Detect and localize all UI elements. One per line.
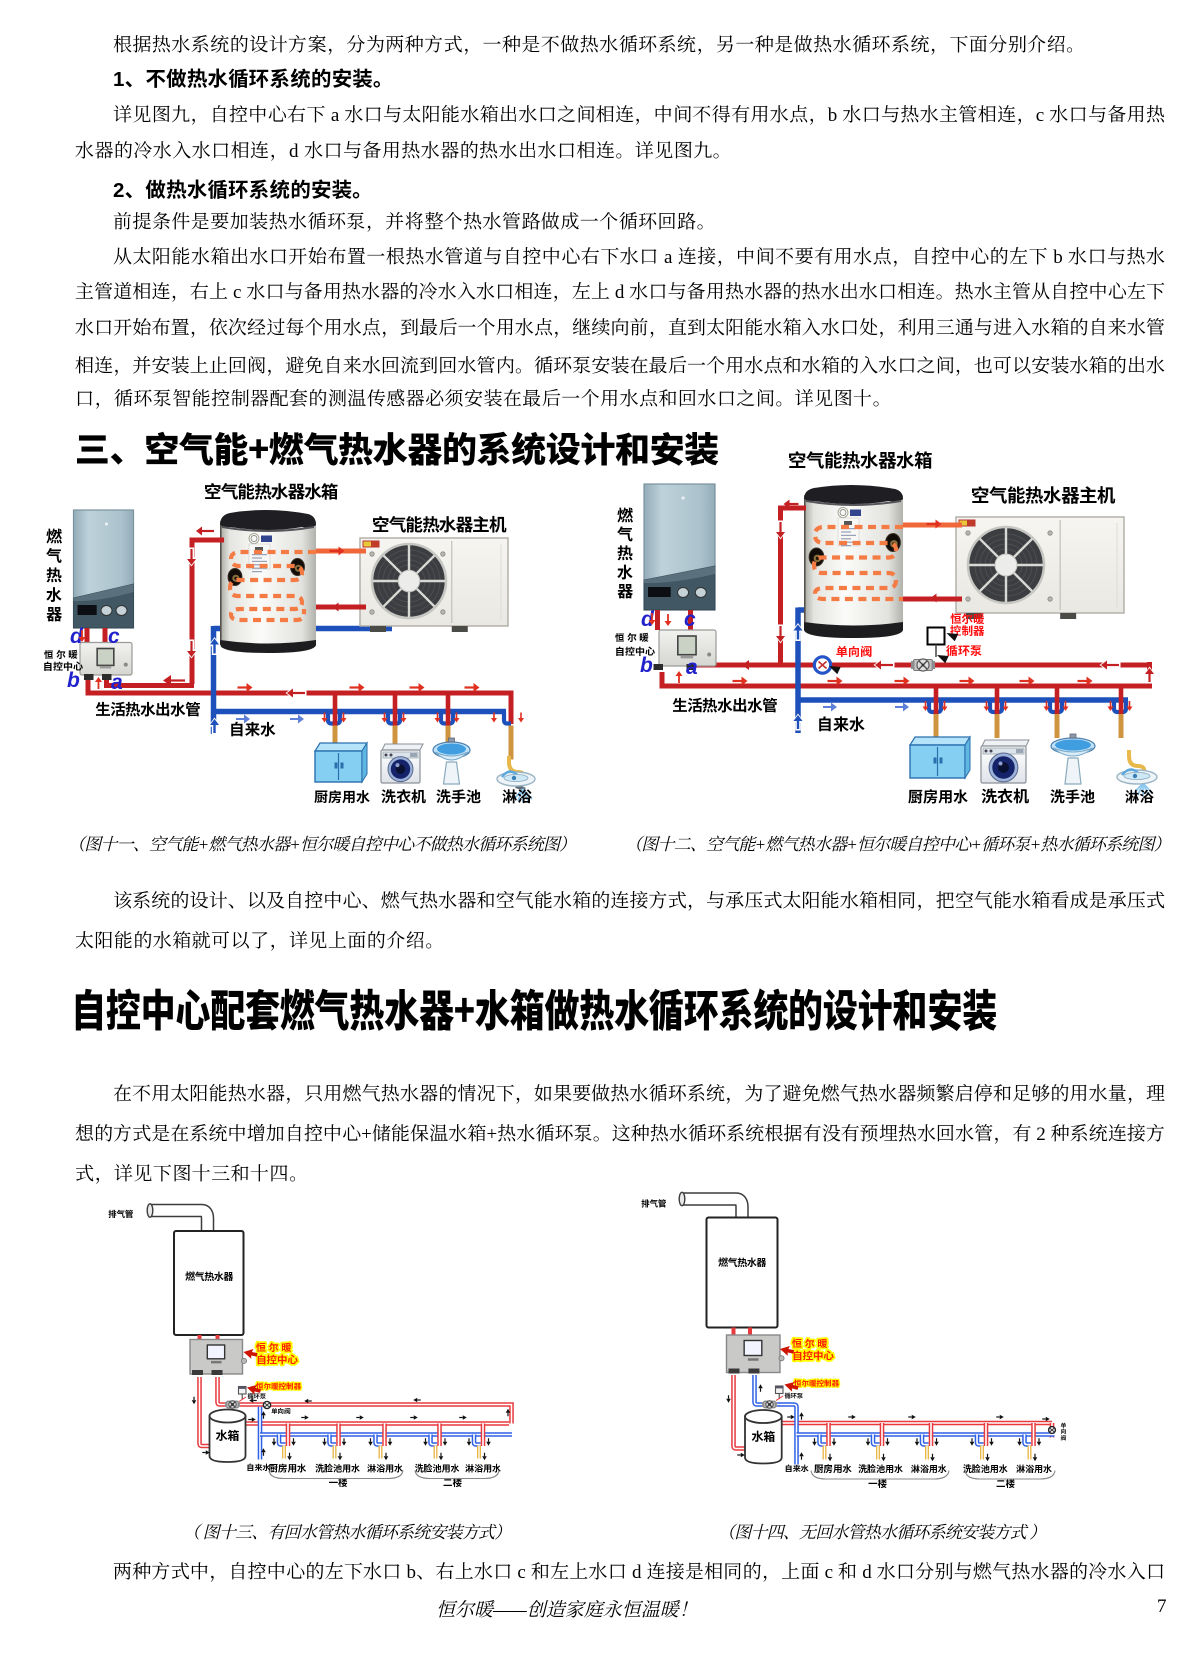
svg-text:厨房用水: 厨房用水 (269, 1461, 308, 1475)
svg-text:生活热水出水管: 生活热水出水管 (672, 694, 777, 716)
svg-text:自控中心: 自控中心 (792, 1349, 834, 1364)
svg-text:淋浴: 淋浴 (502, 786, 532, 807)
svg-text:淋浴用水: 淋浴用水 (464, 1462, 501, 1475)
svg-text:控制器: 控制器 (950, 623, 985, 639)
svg-text:器: 器 (46, 601, 63, 625)
svg-text:淋浴用水: 淋浴用水 (366, 1462, 403, 1475)
svg-text:自控中心: 自控中心 (43, 658, 83, 673)
svg-text:二楼: 二楼 (443, 1475, 463, 1489)
svg-text:生活热水出水管: 生活热水出水管 (95, 698, 200, 720)
svg-text:空气能热水器主机: 空气能热水器主机 (372, 512, 507, 537)
svg-text:排气管: 排气管 (640, 1198, 667, 1210)
svg-text:燃气热水器: 燃气热水器 (718, 1254, 767, 1269)
svg-text:水: 水 (617, 559, 633, 583)
svg-text:洗脸池用水: 洗脸池用水 (857, 1462, 903, 1475)
svg-text:排气管: 排气管 (107, 1208, 134, 1220)
svg-text:厨房用水: 厨房用水 (908, 786, 969, 807)
svg-text:c: c (684, 603, 696, 633)
svg-text:自来水: 自来水 (229, 718, 276, 740)
svg-text:恒尔暖控制器: 恒尔暖控制器 (256, 1381, 301, 1392)
svg-text:洗脸池用水: 洗脸池用水 (414, 1462, 460, 1475)
svg-text:自控中心: 自控中心 (256, 1353, 298, 1368)
svg-text:空气能热水器水箱: 空气能热水器水箱 (788, 447, 932, 473)
svg-text:单: 单 (1061, 1421, 1067, 1430)
svg-text:厨房用水: 厨房用水 (814, 1461, 853, 1475)
svg-text:d: d (70, 620, 84, 650)
svg-text:恒尔暖控制器: 恒尔暖控制器 (794, 1378, 839, 1389)
svg-text:单向阀: 单向阀 (836, 643, 872, 660)
svg-text:洗手池: 洗手池 (436, 786, 481, 807)
svg-text:循环泵: 循环泵 (946, 642, 982, 659)
svg-text:洗脸池用水: 洗脸池用水 (314, 1462, 360, 1475)
svg-text:洗脸池用水: 洗脸池用水 (962, 1462, 1008, 1475)
svg-text:一楼: 一楼 (329, 1475, 349, 1489)
svg-text:向: 向 (1061, 1427, 1067, 1436)
svg-text:循环泵: 循环泵 (248, 1392, 267, 1401)
svg-text:淋浴用水: 淋浴用水 (910, 1462, 947, 1475)
svg-text:燃: 燃 (617, 502, 634, 526)
svg-text:厨房用水: 厨房用水 (314, 787, 370, 807)
svg-text:恒尔暖: 恒尔暖 (950, 611, 985, 627)
svg-text:c: c (108, 620, 120, 650)
svg-text:水: 水 (46, 582, 62, 606)
svg-text:循环泵: 循环泵 (785, 1391, 804, 1400)
svg-text:a: a (111, 666, 123, 696)
svg-text:恒 尔 暖: 恒 尔 暖 (792, 1335, 829, 1350)
svg-text:热: 热 (617, 540, 633, 564)
svg-text:d: d (641, 603, 655, 633)
svg-text:b: b (67, 664, 80, 694)
svg-text:燃: 燃 (46, 523, 63, 547)
svg-text:恒 尔 暖: 恒 尔 暖 (256, 1339, 293, 1354)
svg-text:气: 气 (617, 521, 633, 545)
svg-text:器: 器 (617, 578, 634, 602)
svg-text:自来水: 自来水 (785, 1464, 809, 1475)
svg-text:洗衣机: 洗衣机 (981, 783, 1030, 807)
svg-text:淋浴用水: 淋浴用水 (1015, 1462, 1052, 1475)
svg-text:恒 尔 暖: 恒 尔 暖 (44, 647, 78, 661)
svg-text:空气能热水器水箱: 空气能热水器水箱 (204, 479, 338, 504)
svg-text:阀: 阀 (1061, 1433, 1067, 1442)
svg-text:恒 尔 暖: 恒 尔 暖 (615, 630, 649, 644)
svg-text:淋浴: 淋浴 (1125, 786, 1154, 807)
svg-text:水箱: 水箱 (215, 1427, 239, 1444)
svg-text:二楼: 二楼 (996, 1476, 1016, 1490)
svg-text:热: 热 (46, 562, 62, 586)
svg-text:燃气热水器: 燃气热水器 (185, 1268, 234, 1283)
svg-text:洗手池: 洗手池 (1050, 786, 1095, 807)
svg-text:一楼: 一楼 (868, 1476, 888, 1490)
svg-text:自来水: 自来水 (247, 1463, 271, 1474)
svg-text:气: 气 (46, 543, 62, 567)
svg-text:b: b (640, 649, 653, 679)
svg-text:单向阀: 单向阀 (271, 1406, 291, 1416)
svg-text:自控中心: 自控中心 (615, 643, 655, 658)
svg-text:空气能热水器主机: 空气能热水器主机 (971, 482, 1116, 508)
svg-text:水箱: 水箱 (751, 1428, 775, 1445)
svg-text:自来水: 自来水 (817, 711, 865, 735)
svg-text:a: a (686, 651, 698, 681)
svg-text:洗衣机: 洗衣机 (381, 786, 427, 807)
